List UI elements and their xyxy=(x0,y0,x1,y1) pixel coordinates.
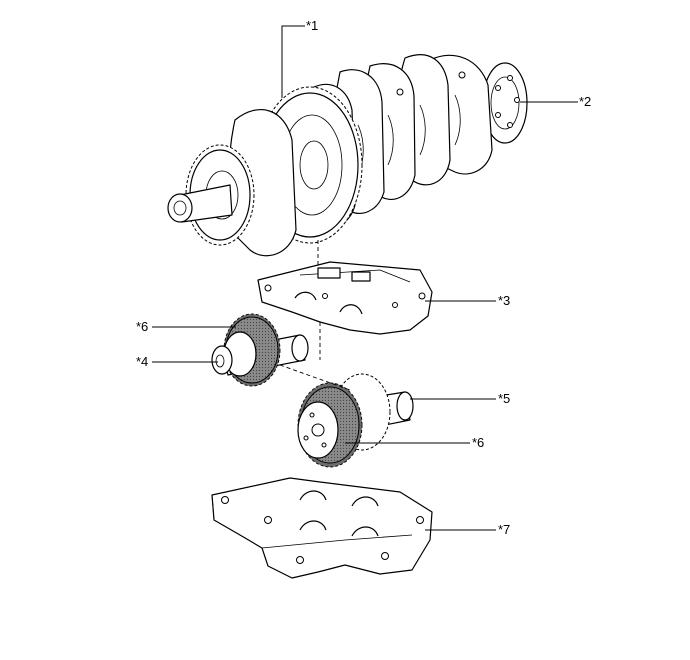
upper-balancer-housing xyxy=(257,261,433,335)
lower-balancer-housing xyxy=(211,477,433,579)
callout-5: *5 xyxy=(498,391,511,406)
crankshaft-flange xyxy=(482,62,528,144)
crankshaft xyxy=(167,54,528,257)
callout-4: *4 xyxy=(136,354,149,369)
callout-1: *1 xyxy=(306,18,319,33)
balance-shaft-1 xyxy=(211,313,309,387)
balance-shaft-2 xyxy=(297,373,414,468)
leader-lines xyxy=(152,25,578,531)
alignment-lines xyxy=(279,240,351,391)
callout-6-upper: *6 xyxy=(136,319,149,334)
callout-2: *2 xyxy=(579,94,592,109)
callout-7: *7 xyxy=(498,522,511,537)
callout-6-lower: *6 xyxy=(472,435,485,450)
callout-3: *3 xyxy=(498,293,511,308)
crankshaft-snout xyxy=(167,184,233,223)
